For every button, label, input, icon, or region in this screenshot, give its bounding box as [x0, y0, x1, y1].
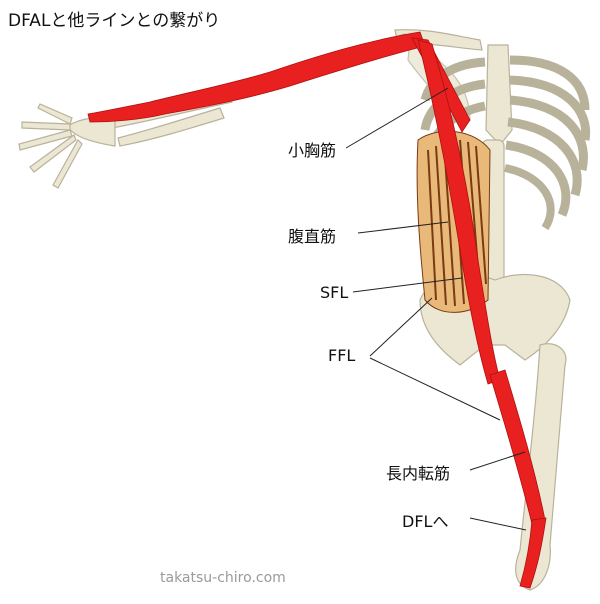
- sternum: [485, 44, 513, 146]
- label-adductor-longus: 長内転筋: [386, 464, 451, 483]
- label-pectoralis-minor: 小胸筋: [288, 141, 337, 160]
- rib: [504, 164, 555, 231]
- skeleton: [18, 29, 591, 591]
- label-ffl: FFL: [328, 346, 356, 365]
- leader-dfl: [469, 517, 527, 531]
- label-sfl: SFL: [320, 283, 349, 302]
- label-rectus-abdominis: 腹直筋: [288, 227, 337, 246]
- finger: [21, 121, 71, 131]
- leader-lines: [345, 87, 527, 531]
- finger: [52, 139, 83, 189]
- rib: [509, 55, 590, 111]
- arm-muscle-chain: [87, 31, 426, 123]
- dfl-continuation-muscle: [519, 517, 547, 589]
- rib: [509, 95, 588, 171]
- leader-sfl: [352, 277, 463, 293]
- ulna: [117, 107, 225, 147]
- leader-adductor-longus: [469, 451, 526, 471]
- rib: [509, 75, 591, 141]
- diagram-title: DFALと他ラインとの繋がり: [8, 11, 221, 31]
- watermark: takatsu-chiro.com: [160, 570, 286, 586]
- finger: [29, 134, 77, 173]
- finger: [37, 103, 73, 125]
- rib: [505, 140, 571, 217]
- leader-pectoralis-minor: [345, 87, 449, 149]
- muscles: [87, 31, 547, 589]
- leader-ffl-upper: [369, 297, 433, 357]
- leader-ffl-lower: [369, 357, 501, 421]
- label-to-dfl: DFLへ: [402, 512, 449, 531]
- rib: [507, 117, 582, 197]
- leader-rectus-abdominis: [357, 221, 449, 234]
- finger: [18, 129, 73, 151]
